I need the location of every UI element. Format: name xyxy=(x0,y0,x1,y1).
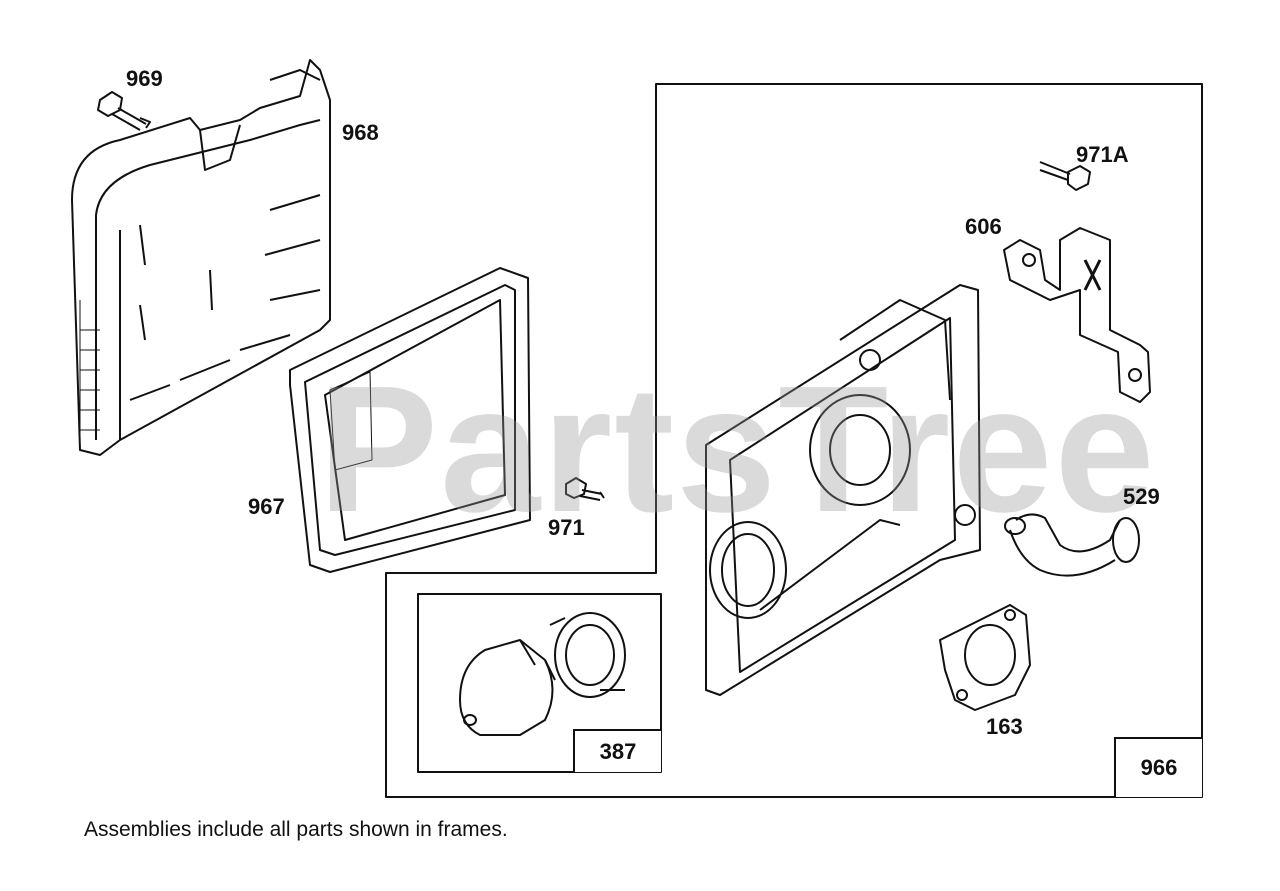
part-968-housing xyxy=(71,59,331,456)
footnote-text: Assemblies include all parts shown in fr… xyxy=(84,818,508,841)
part-606-bracket xyxy=(1003,227,1151,403)
callout-968: 968 xyxy=(342,120,379,145)
part-971-screw xyxy=(565,477,605,501)
callout-971: 971 xyxy=(548,515,585,540)
frame-label-387: 387 xyxy=(573,729,661,772)
callout-967: 967 xyxy=(248,494,285,519)
frame-387 xyxy=(417,593,662,773)
callout-163: 163 xyxy=(986,714,1023,739)
callout-606: 606 xyxy=(965,214,1002,239)
part-967-filter xyxy=(289,267,531,573)
part-971a-screw xyxy=(1039,161,1091,191)
callout-969: 969 xyxy=(126,66,163,91)
frame-966 xyxy=(385,83,1203,798)
part-969-bolt xyxy=(97,91,151,131)
part-387-components xyxy=(459,612,626,736)
part-966-base xyxy=(705,284,981,696)
part-529-elbow xyxy=(1004,513,1140,577)
callout-971a: 971A xyxy=(1076,142,1129,167)
callout-529: 529 xyxy=(1123,484,1160,509)
frame-label-966: 966 xyxy=(1114,737,1202,797)
part-163-gasket xyxy=(939,604,1031,711)
